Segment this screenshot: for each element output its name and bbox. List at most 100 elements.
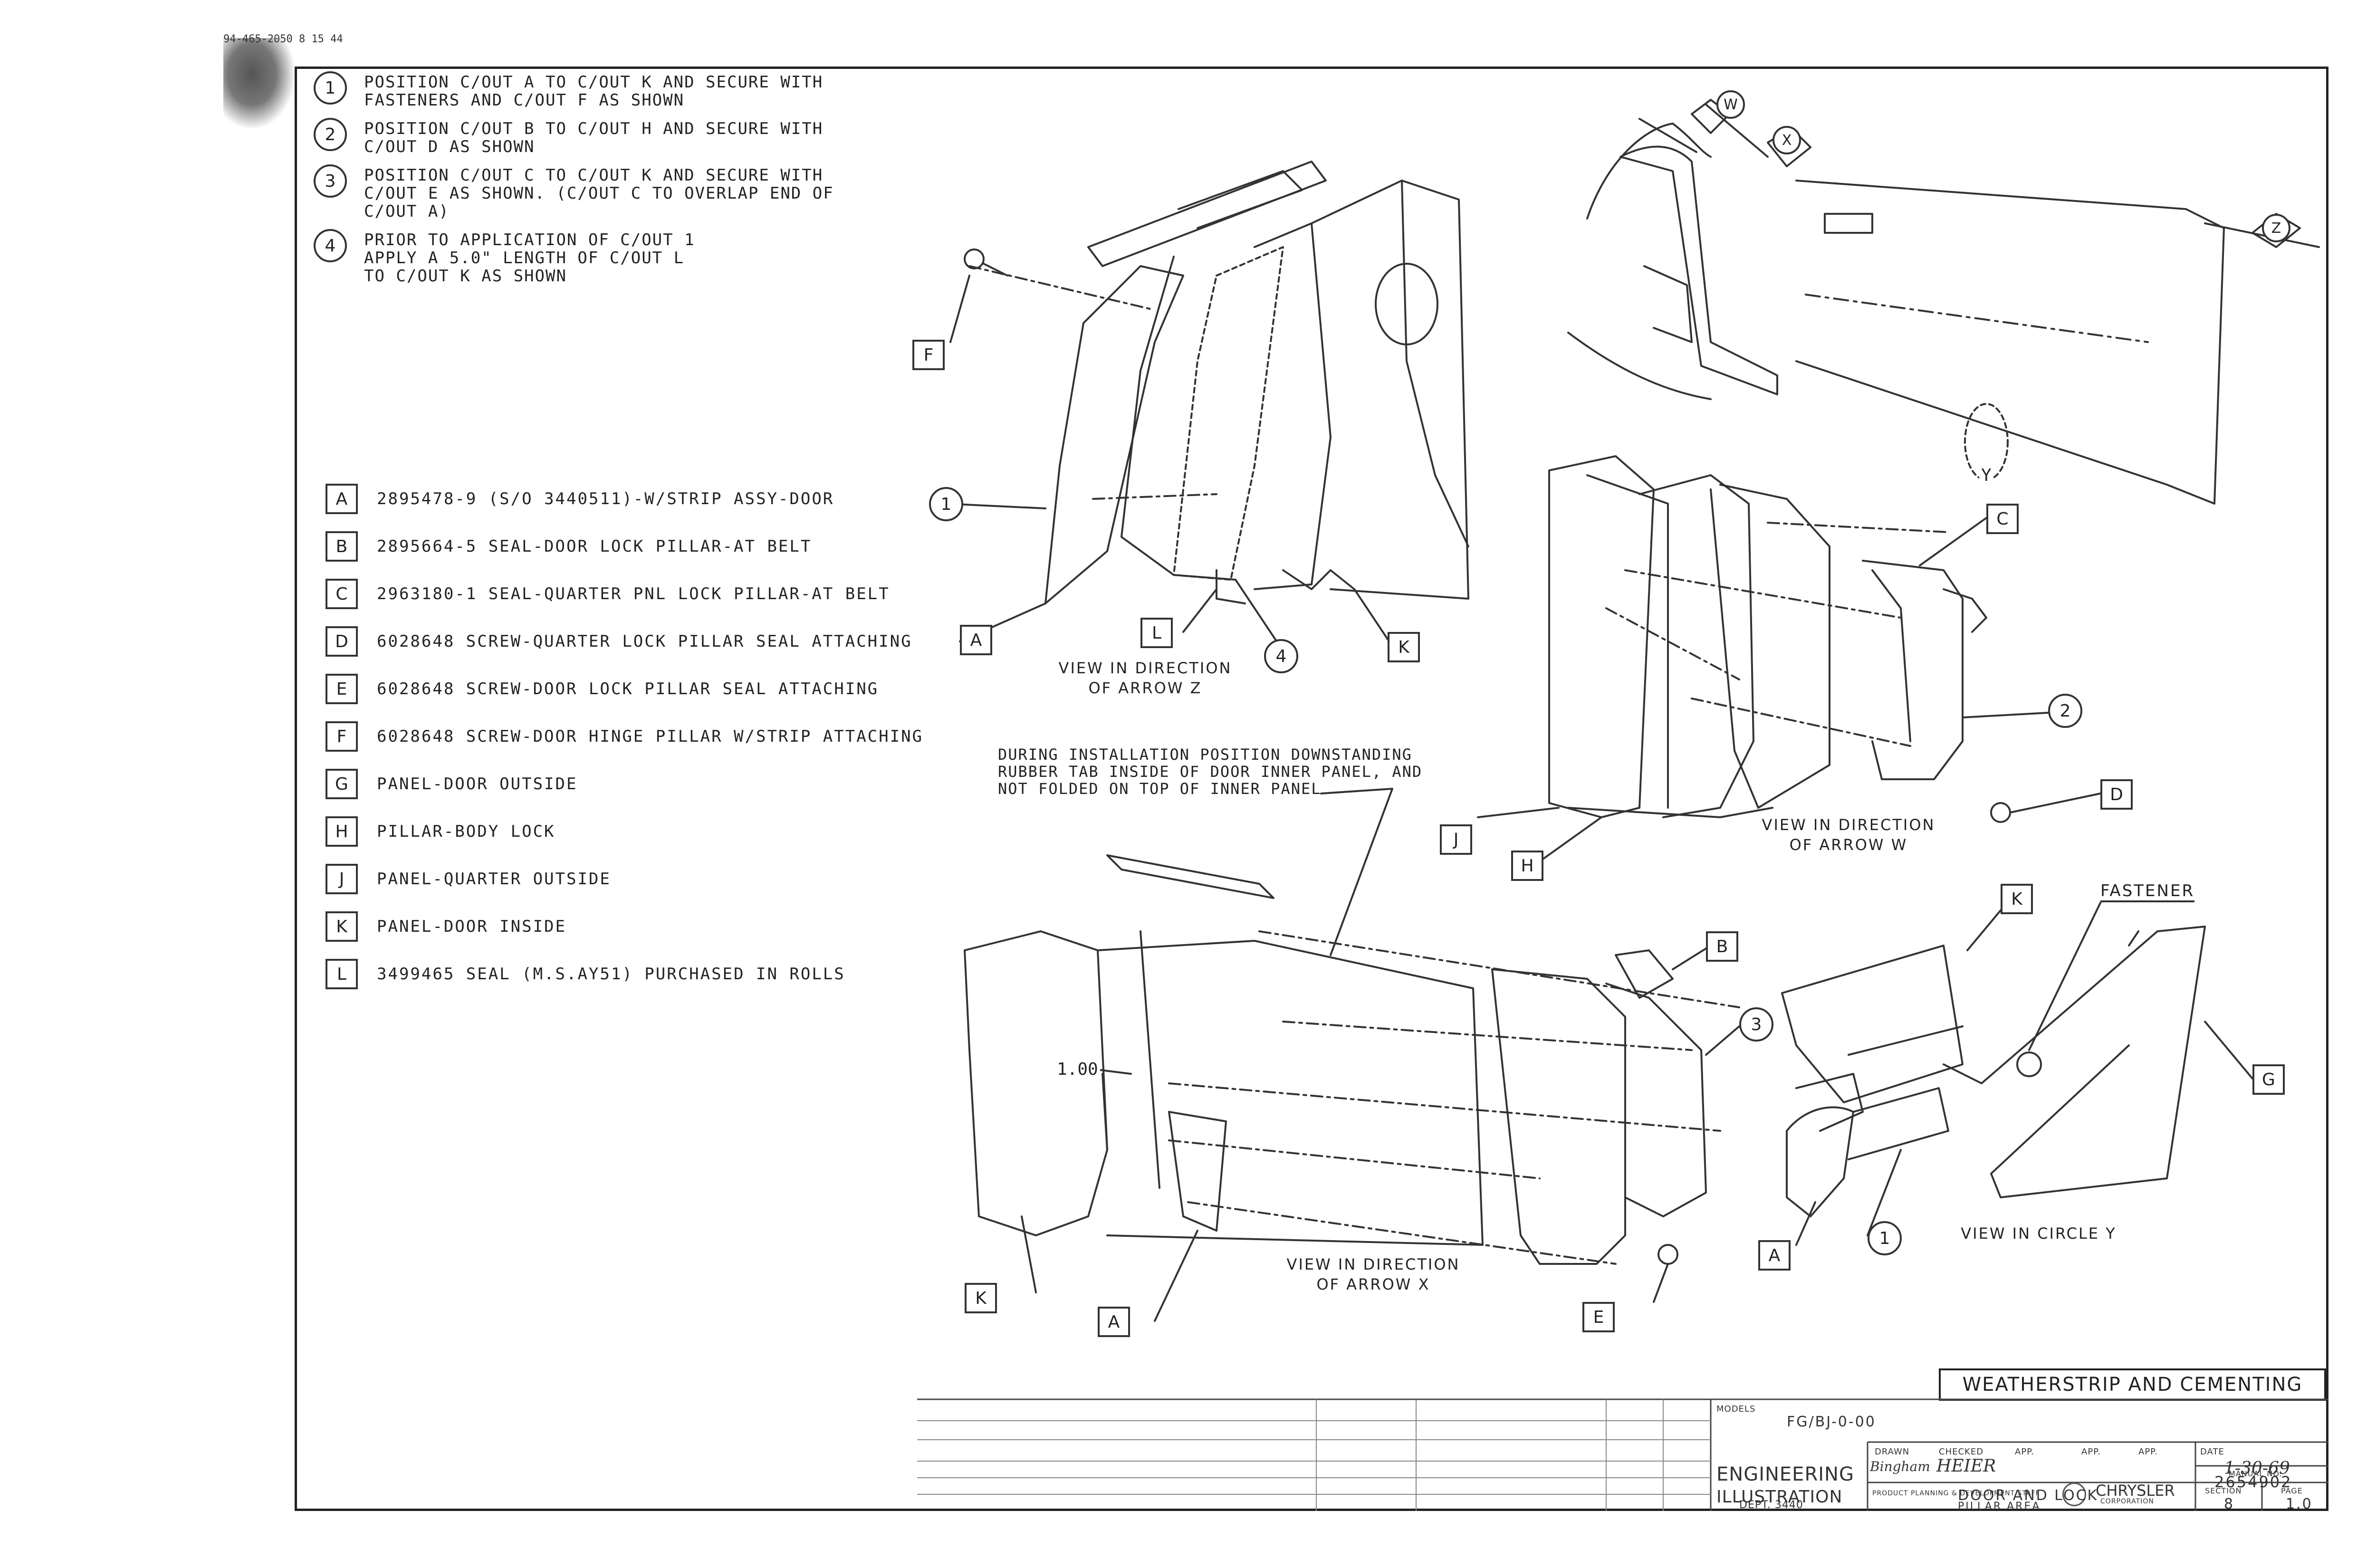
approved-label: APP. — [2015, 1447, 2034, 1457]
checked-label: CHECKED — [1939, 1447, 1984, 1457]
part-row: B 2895664-5 SEAL-DOOR LOCK PILLAR-AT BELT — [326, 523, 991, 570]
callout-d: D — [2100, 779, 2133, 810]
part-row: D 6028648 SCREW-QUARTER LOCK PILLAR SEAL … — [326, 618, 991, 665]
part-row: K PANEL-DOOR INSIDE — [326, 903, 991, 950]
approved-label: APP. — [2081, 1447, 2101, 1457]
company-corporation: CORPORATION — [2100, 1498, 2154, 1505]
view-y-caption: VIEW IN CIRCLE Y — [1961, 1224, 2117, 1243]
callout-note-4: 4 — [1264, 639, 1298, 673]
installation-notes: 1 POSITION C/OUT A TO C/OUT K AND SECURE… — [314, 71, 979, 294]
callout-k: K — [1388, 632, 1420, 662]
date-label: DATE — [2200, 1447, 2224, 1457]
part-description: PANEL-DOOR OUTSIDE — [377, 774, 578, 794]
note-text: POSITION C/OUT A TO C/OUT K AND SECURE W… — [364, 73, 824, 110]
callout-l: L — [1140, 618, 1173, 648]
part-code: A — [326, 484, 358, 514]
arrow-z-marker: Z — [2262, 214, 2290, 242]
part-row: G PANEL-DOOR OUTSIDE — [326, 760, 991, 808]
manual-number: 2654902 — [2214, 1473, 2292, 1491]
callout-f: F — [912, 340, 945, 370]
callout-e: E — [1582, 1302, 1615, 1332]
callout-c: C — [1986, 504, 2019, 534]
fax-stamp: 94-465-2050 8 15 44 — [223, 33, 343, 45]
part-description: PANEL-DOOR INSIDE — [377, 917, 566, 936]
callout-g: G — [2252, 1064, 2285, 1095]
part-code: E — [326, 674, 358, 704]
callout-note-1: 1 — [929, 487, 963, 521]
note-text: POSITION C/OUT C TO C/OUT K AND SECURE W… — [364, 166, 834, 221]
part-description: PILLAR-BODY LOCK — [377, 822, 556, 841]
models-value: FG/BJ-0-00 — [1787, 1414, 1876, 1430]
part-code: G — [326, 769, 358, 799]
part-description: 6028648 SCREW-DOOR LOCK PILLAR SEAL ATTA… — [377, 679, 879, 698]
part-row: A 2895478-9 (S/O 3440511)-W/STRIP ASSY-DO… — [326, 475, 991, 523]
callout-b: B — [1706, 931, 1738, 962]
part-description: 2895664-5 SEAL-DOOR LOCK PILLAR-AT BELT — [377, 537, 812, 556]
engineering-label: ENGINEERING — [1716, 1463, 1854, 1485]
callout-k: K — [965, 1283, 997, 1313]
callout-h: H — [1511, 851, 1543, 881]
note-text: PRIOR TO APPLICATION OF C/OUT 1 APPLY A … — [364, 230, 695, 286]
part-description: 6028648 SCREW-DOOR HINGE PILLAR W/STRIP … — [377, 727, 924, 746]
approved-label: APP. — [2138, 1447, 2158, 1457]
part-code: L — [326, 959, 358, 989]
part-code: C — [326, 579, 358, 609]
date-value: 1-30-69 — [2224, 1459, 2290, 1478]
ink-blot — [223, 38, 295, 128]
view-x-drawing — [964, 854, 1740, 1265]
drawing-title: WEATHERSTRIP AND CEMENTING — [1939, 1368, 2326, 1401]
view-z-drawing — [964, 161, 1469, 604]
note-item: 3 POSITION C/OUT C TO C/OUT K AND SECURE… — [314, 164, 979, 220]
callout-k: K — [2001, 884, 2033, 914]
page-number: 1.0 — [2286, 1496, 2313, 1512]
section-label: SECTION — [2205, 1486, 2242, 1495]
staff-label: PRODUCT PLANNING & DEVELOPMENT STAFF — [1872, 1490, 2040, 1497]
car-side-view — [1567, 104, 2320, 505]
part-code: F — [326, 721, 358, 752]
parts-list: A 2895478-9 (S/O 3440511)-W/STRIP ASSY-DO… — [326, 475, 991, 998]
note-number: 1 — [314, 71, 347, 105]
part-row: E 6028648 SCREW-DOOR LOCK PILLAR SEAL ATT… — [326, 665, 991, 713]
fastener-label: FASTENER — [2100, 881, 2195, 902]
view-w-drawing — [1548, 455, 2011, 823]
callout-note-3: 3 — [1739, 1007, 1773, 1042]
view-y-drawing — [1781, 926, 2206, 1217]
drawing-border — [295, 67, 2328, 1511]
callout-j: J — [1440, 824, 1472, 855]
dimension-label: 1.00 — [1055, 1060, 1100, 1079]
models-label: MODELS — [1716, 1404, 1756, 1414]
page-label: PAGE — [2281, 1486, 2303, 1495]
manual-label: MANUAL NO. — [2229, 1469, 2282, 1478]
illustration-label: ILLUSTRATION — [1716, 1487, 1843, 1507]
part-code: D — [326, 626, 358, 657]
part-description: 2895478-9 (S/O 3440511)-W/STRIP ASSY-DOO… — [377, 489, 834, 508]
note-item: 2 POSITION C/OUT B TO C/OUT H AND SECURE… — [314, 118, 979, 156]
note-number: 2 — [314, 118, 347, 151]
view-name-line-1: DOOR AND LOCK — [1958, 1487, 2098, 1504]
part-description: 3499465 SEAL (M.S.AY51) PURCHASED IN ROL… — [377, 965, 845, 984]
part-code: B — [326, 531, 358, 562]
installation-note: DURING INSTALLATION POSITION DOWNSTANDIN… — [998, 746, 1423, 798]
view-x-caption: VIEW IN DIRECTION OF ARROW X — [1286, 1255, 1460, 1293]
callout-note-1: 1 — [1868, 1221, 1902, 1255]
part-code: H — [326, 816, 358, 847]
arrow-x-marker: X — [1772, 126, 1801, 154]
note-number: 3 — [314, 164, 347, 198]
callout-a: A — [960, 625, 992, 655]
callout-a: A — [1098, 1307, 1130, 1337]
part-code: J — [326, 864, 358, 894]
circle-y-marker: Y — [1979, 466, 1993, 485]
part-code: K — [326, 911, 358, 942]
note-item: 4 PRIOR TO APPLICATION OF C/OUT 1 APPLY … — [314, 229, 979, 285]
department-label: DEPT. 3440 — [1739, 1499, 1803, 1511]
view-w-caption: VIEW IN DIRECTION OF ARROW W — [1762, 816, 1935, 854]
company-name: CHRYSLER — [2096, 1482, 2175, 1500]
part-description: 6028648 SCREW-QUARTER LOCK PILLAR SEAL A… — [377, 632, 912, 651]
section-number: 8 — [2224, 1496, 2235, 1512]
view-name-line-2: PILLAR AREA — [1958, 1501, 2041, 1512]
arrow-w-marker: W — [1716, 90, 1745, 119]
part-row: F 6028648 SCREW-DOOR HINGE PILLAR W/STRIP… — [326, 713, 991, 760]
